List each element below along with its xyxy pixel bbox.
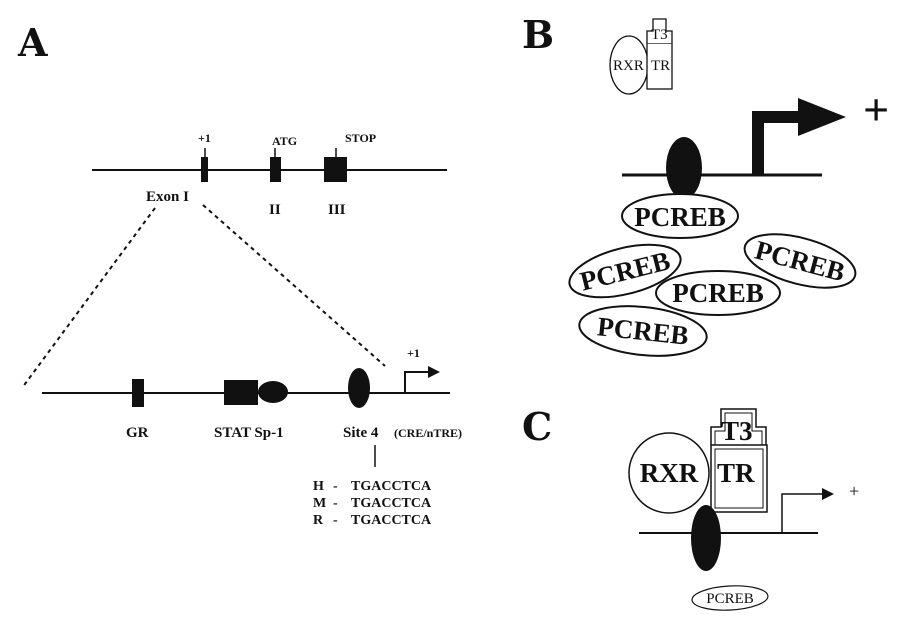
exon-2-box xyxy=(270,157,281,182)
pcreb-b-1: PCREB xyxy=(621,193,739,239)
promoter-tss-arrow xyxy=(404,371,428,393)
tr-c-outer xyxy=(710,444,768,513)
sequence-text: TGACCTCA xyxy=(351,479,432,494)
tss-c-arrowhead xyxy=(822,488,834,500)
pcreb-b-4-label: PCREB xyxy=(672,278,764,308)
pcreb-b-5: PCREB xyxy=(578,305,708,357)
exon-3-label: III xyxy=(328,202,346,218)
gene-plus-one-label: +1 xyxy=(198,131,211,145)
pcreb-c: PCREB xyxy=(691,585,769,611)
pcreb-b-1-label: PCREB xyxy=(634,202,726,232)
panel-label-b: B xyxy=(522,12,554,57)
promoter-plus-one-label: +1 xyxy=(407,346,420,360)
tss-b-arrowhead xyxy=(798,98,846,136)
panel-label-c: C xyxy=(522,404,552,449)
sequence-text: TGACCTCA xyxy=(351,496,432,511)
exon-1-box xyxy=(201,157,208,182)
gr-label: GR xyxy=(126,425,149,441)
stat-element xyxy=(224,380,258,405)
zoom-line-left xyxy=(21,207,156,389)
species-label: R xyxy=(313,513,324,528)
plus-b-label: + xyxy=(863,84,889,135)
gr-element xyxy=(132,379,144,407)
sequence-text: TGACCTCA xyxy=(351,513,432,528)
plus-c-label: + xyxy=(849,481,859,501)
rxr-b-label: RXR xyxy=(613,58,644,74)
atg-label: ATG xyxy=(272,134,297,148)
species-label: M xyxy=(313,496,326,511)
sp1-element xyxy=(258,381,288,403)
tr-c-label: TR xyxy=(717,458,755,488)
rxr-c-shape xyxy=(628,432,710,514)
exon-3-box xyxy=(324,157,347,182)
sequence-row: H - TGACCTCA xyxy=(313,479,432,494)
cre-c-site xyxy=(691,505,721,571)
cre-b-site xyxy=(666,137,702,199)
dash: - xyxy=(333,479,338,494)
tss-b-arrow xyxy=(752,111,800,175)
stat-sp1-label: STAT Sp-1 xyxy=(214,425,284,441)
exon-1-label: Exon I xyxy=(146,189,189,205)
panel-label-a: A xyxy=(17,20,48,65)
tr-c-inner xyxy=(714,448,764,509)
pcreb-c-label: PCREB xyxy=(706,591,754,607)
pcreb-b-3: PCREB xyxy=(743,233,857,289)
sequence-row: M - TGACCTCA xyxy=(313,496,432,511)
t3-b-shape xyxy=(646,18,673,43)
sequence-row: R - TGACCTCA xyxy=(313,513,432,528)
rxr-c-label: RXR xyxy=(640,458,699,488)
species-label: H xyxy=(313,479,324,494)
t3-c-label: T3 xyxy=(721,416,753,446)
site-4-note: (CRE/nTRE) xyxy=(394,426,462,440)
tss-c-arrow xyxy=(781,493,824,533)
stop-label: STOP xyxy=(345,131,376,145)
promoter-tss-arrowhead xyxy=(428,366,440,378)
t3-c-inner xyxy=(714,412,763,445)
exon-2-label: II xyxy=(269,202,281,218)
dash: - xyxy=(333,496,338,511)
site-4-element xyxy=(348,368,370,408)
tr-b-label: TR xyxy=(651,58,670,74)
pcreb-b-4: PCREB xyxy=(655,270,781,316)
zoom-line-right xyxy=(202,204,386,367)
dash: - xyxy=(333,513,338,528)
t3-b-label: T3 xyxy=(651,27,668,43)
site-4-label: Site 4 xyxy=(343,425,379,441)
